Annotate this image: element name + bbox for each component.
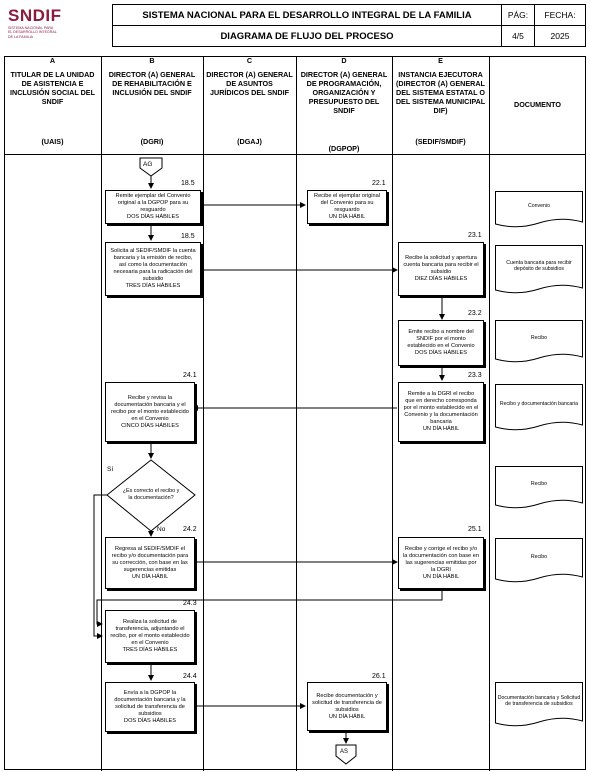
document-shape: Recibo	[495, 466, 583, 512]
step-number: 23.1	[468, 232, 482, 239]
column-letter: A	[49, 56, 56, 65]
step-number: 22.1	[372, 180, 386, 187]
step-box-24-3: Realiza la solicitud de transferencia, a…	[105, 610, 195, 663]
step-number: 18.5	[181, 180, 195, 187]
column-title: TITULAR DE LA UNIDAD DE ASISTENCIA E INC…	[10, 70, 95, 106]
column-abbr: (DGRI)	[140, 137, 164, 146]
date-value: 2025	[534, 25, 586, 47]
document-shape: Convenio	[495, 191, 583, 231]
step-number: 18.5	[181, 233, 195, 240]
column-head-b: B DIRECTOR (A) GENERAL DE REHABILITACIÓN…	[101, 56, 203, 154]
step-box-23-1: Recibe la solicitud y apertura cuenta ba…	[398, 242, 484, 296]
document-label: Recibo	[530, 334, 548, 341]
document-shape: Recibo	[495, 320, 583, 366]
diagram-frame	[4, 56, 586, 770]
column-title: DIRECTOR (A) GENERAL DE PROGRAMACIÓN, OR…	[300, 70, 388, 115]
document-label: Recibo	[530, 553, 548, 560]
step-number: 23.3	[468, 372, 482, 379]
connector-as-shape	[335, 744, 357, 765]
lane-divider	[489, 56, 490, 771]
step-box-23-2: Emite recibo a nombre del SNDIF por el m…	[398, 320, 484, 366]
column-head-c: C DIRECTOR (A) GENERAL DE ASUNTOS JURÍDI…	[203, 56, 296, 154]
lane-divider	[203, 56, 204, 771]
sndif-logo: SNDIF SISTEMA NACIONAL PARA EL DESARROLL…	[8, 6, 108, 46]
step-number: 26.1	[372, 673, 386, 680]
step-number: 25.1	[468, 526, 482, 533]
lane-divider	[392, 56, 393, 771]
connector-ag-shape	[139, 157, 163, 177]
column-letter: C	[246, 56, 253, 65]
column-letter: E	[438, 56, 443, 65]
step-number: 23.2	[468, 310, 482, 317]
column-head-a: A TITULAR DE LA UNIDAD DE ASISTENCIA E I…	[4, 56, 101, 154]
logo-subtext-1: SISTEMA NACIONAL PARA	[8, 26, 54, 30]
decision-question: ¿Es correcto el recibo y la documentació…	[122, 488, 180, 501]
document-shape: Cuenta bancaria para recibir depósito de…	[495, 245, 583, 297]
document-label: Recibo	[530, 480, 548, 487]
document-shape: Recibo	[495, 538, 583, 586]
header-row-divider	[4, 154, 586, 155]
step-box-25-1: Recibe y corrige el recibo y/o la docume…	[398, 537, 484, 589]
step-box-24-2: Regresa al SEDIF/SMDIF el recibo y/o doc…	[105, 537, 195, 589]
logo-subtext-3: DE LA FAMILIA	[8, 34, 33, 39]
column-title: DIRECTOR (A) GENERAL DE REHABILITACIÓN E…	[108, 70, 196, 97]
column-letter: B	[149, 56, 155, 65]
connector-as-label: AS	[340, 749, 349, 755]
column-letter: D	[341, 56, 347, 65]
column-abbr: (DGPOP)	[328, 144, 360, 153]
connector-ag-label: AG	[143, 161, 153, 168]
step-box-24-4: Envía a la DGPOP la documentación bancar…	[105, 682, 195, 732]
logo-text: SNDIF	[8, 6, 62, 25]
document-label: Recibo y documentación bancaria	[499, 400, 579, 407]
column-title: DOCUMENTO	[514, 100, 561, 109]
column-head-d: D DIRECTOR (A) GENERAL DE PROGRAMACIÓN, …	[296, 56, 392, 154]
column-abbr: (SEDIF/SMDIF)	[415, 137, 466, 146]
step-number: 24.3	[183, 600, 197, 607]
step-number: 24.1	[183, 372, 197, 379]
step-box-24-1: Recibe y revisa la documentación bancari…	[105, 382, 195, 442]
step-number: 24.4	[183, 673, 197, 680]
step-box-18-5b: Solicita al SEDIF/SMDIF la cuenta bancar…	[105, 242, 201, 296]
step-box-26-1: Recibe documentación y solicitud de tran…	[307, 682, 387, 731]
decision-no-label: No	[157, 526, 166, 533]
decision-yes-label: Sí	[107, 466, 114, 473]
lane-divider	[101, 56, 102, 771]
column-title: INSTANCIA EJECUTORA (DIRECTOR (A) GENERA…	[395, 70, 486, 115]
document-label: Documentación bancaria y Solicitud de tr…	[497, 694, 581, 708]
column-head-documento: DOCUMENTO	[489, 56, 586, 154]
lane-divider	[296, 56, 297, 771]
document-shape: Recibo y documentación bancaria	[495, 384, 583, 434]
step-number: 24.2	[183, 526, 197, 533]
step-box-18-5a: Remite ejemplar del Convenio original a …	[105, 190, 201, 224]
logo-subtext-2: EL DESARROLLO INTEGRAL	[8, 30, 57, 35]
document-shape: Documentación bancaria y Solicitud de tr…	[495, 682, 583, 730]
step-box-23-3: Remite a la DGRI el recibo que en derech…	[398, 382, 484, 442]
document-label: Convenio	[528, 202, 550, 209]
column-abbr: (UAIS)	[41, 137, 64, 146]
column-head-e: E INSTANCIA EJECUTORA (DIRECTOR (A) GENE…	[392, 56, 489, 154]
document-label: Cuenta bancaria para recibir depósito de…	[506, 259, 572, 273]
column-abbr: (DGAJ)	[237, 137, 262, 146]
step-box-22-1: Recibe el ejemplar original del Convenio…	[307, 190, 387, 224]
column-title: DIRECTOR (A) GENERAL DE ASUNTOS JURÍDICO…	[206, 70, 293, 97]
